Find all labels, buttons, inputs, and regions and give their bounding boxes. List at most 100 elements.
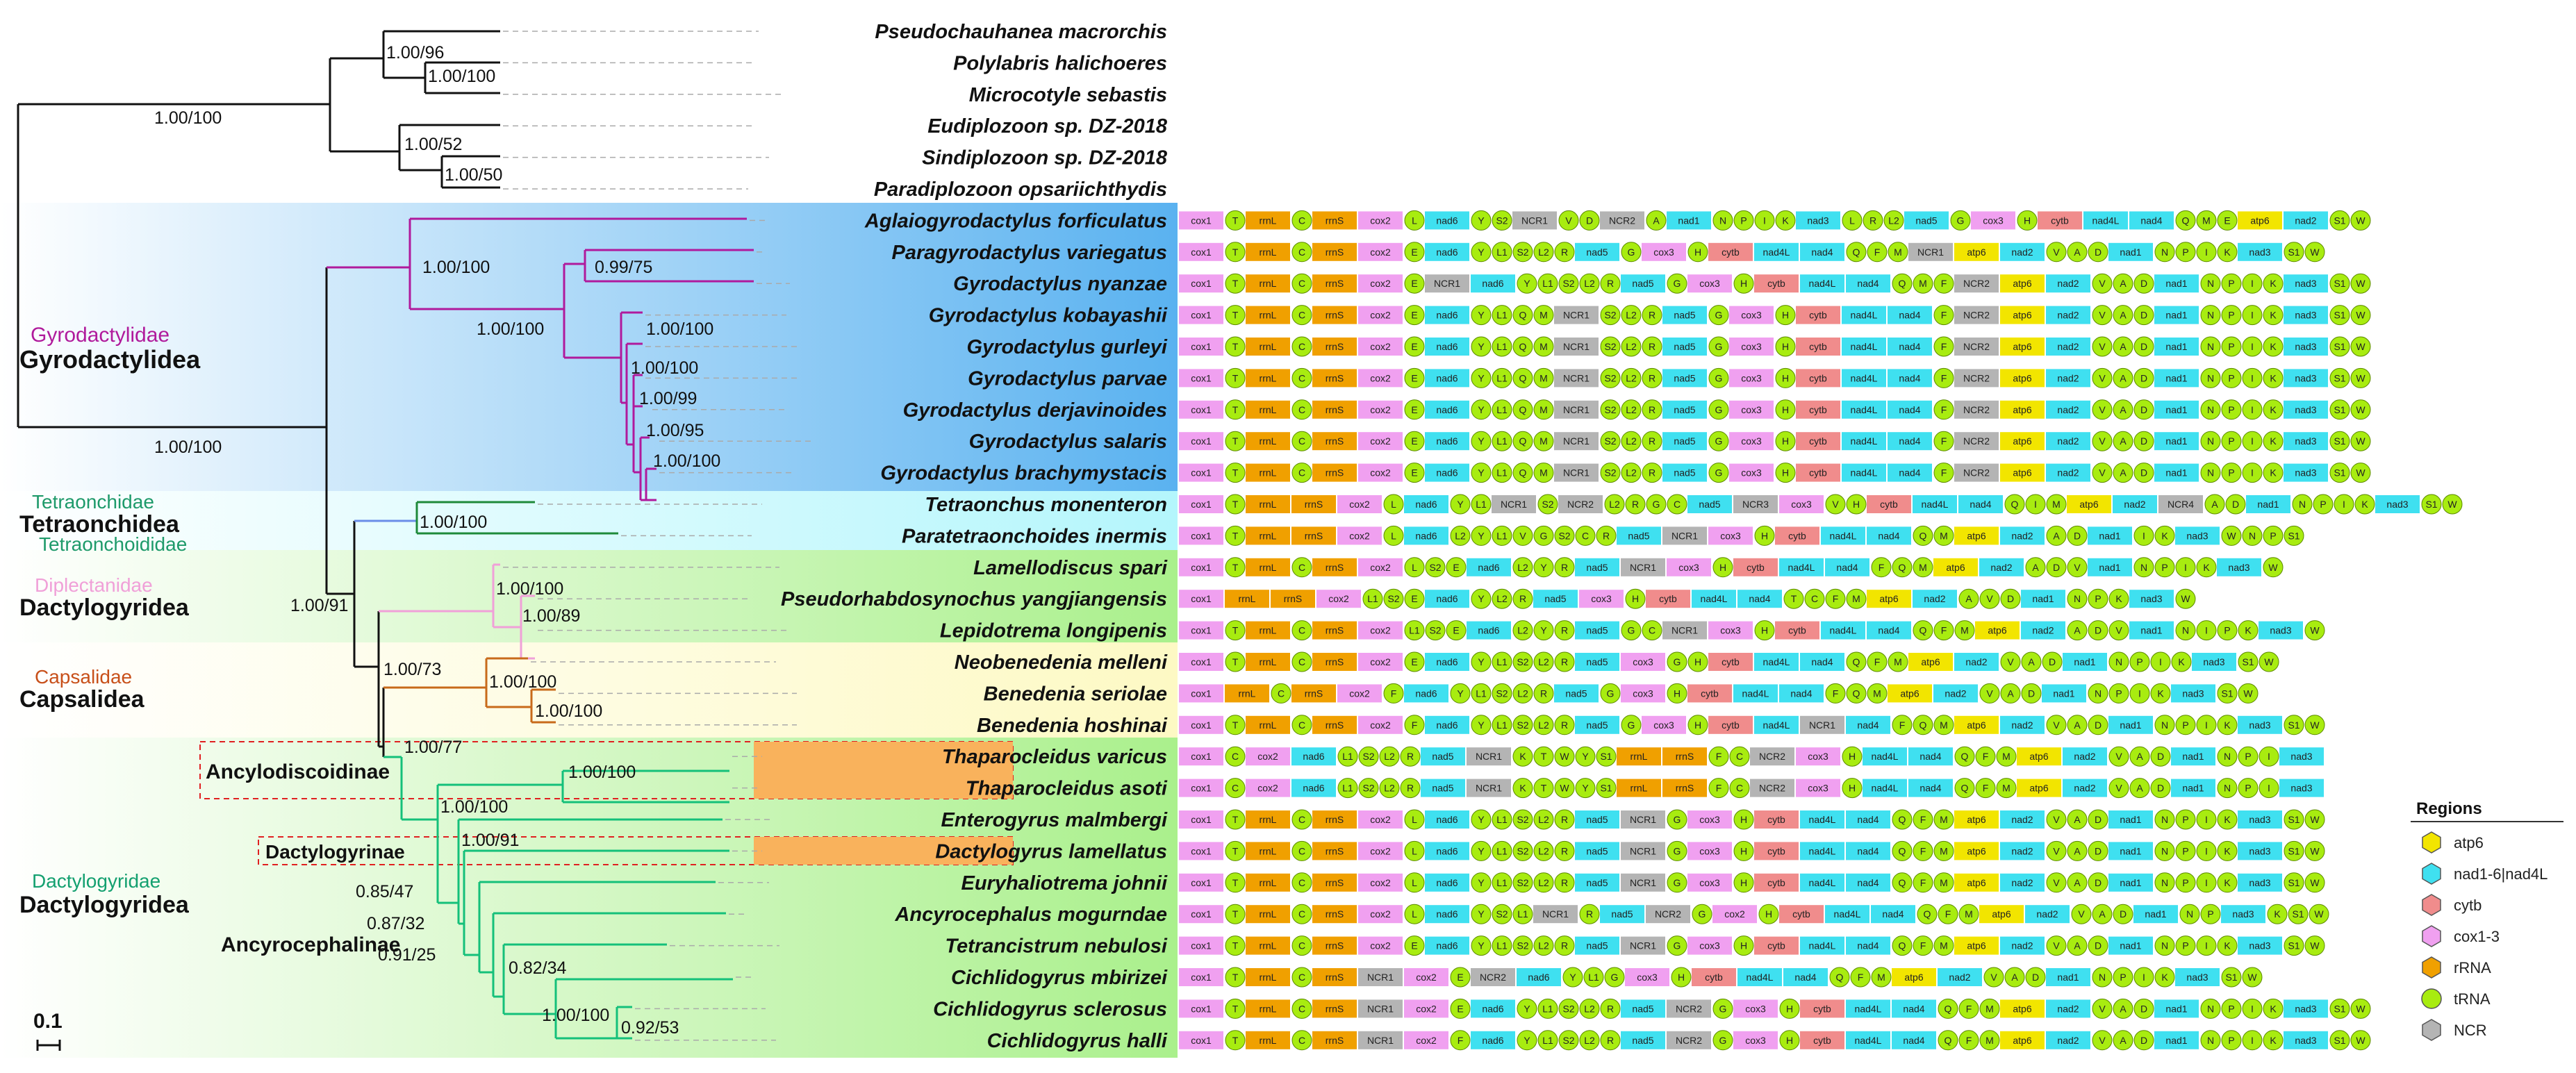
gene-block <box>1312 905 1357 924</box>
gene-label: S1 <box>2242 656 2254 667</box>
gene-label: nad2 <box>1945 688 1966 699</box>
gene-block <box>2042 684 2086 703</box>
gene-label: rrnL <box>1260 940 1277 951</box>
gene-trna <box>1291 872 1312 893</box>
gene-label: F <box>1966 1035 1972 1046</box>
gene-label: M <box>2202 215 2211 226</box>
gene-label: cytb <box>1809 310 1827 321</box>
gene-label: nad1 <box>2120 814 2141 825</box>
gene-label: rrnS <box>1326 1003 1344 1014</box>
gene-trna <box>2217 715 2238 735</box>
gene-label: cox2 <box>1370 278 1391 289</box>
gene-block <box>1708 715 1753 734</box>
gene-block <box>1554 369 1599 388</box>
gene-block <box>1621 1031 1665 1049</box>
gene-trna <box>2171 651 2192 672</box>
gene-label: T <box>1232 720 1239 731</box>
gene-label: NCR2 <box>1963 310 1990 321</box>
taxon-label: Cichlidogyrus mbirizei <box>951 967 1168 989</box>
gene-block <box>2108 842 2153 860</box>
gene-label: C <box>1811 593 1818 604</box>
gene-label: L1 <box>1496 341 1508 352</box>
gene-label: nad5 <box>1544 593 1566 604</box>
gene-trna <box>1291 967 1312 988</box>
gene-block <box>2217 558 2261 576</box>
gene-trna <box>2263 399 2284 420</box>
gene-trna <box>2046 809 2067 830</box>
gene-trna <box>1512 431 1533 451</box>
gene-trna <box>1892 872 1913 893</box>
gene-label: L2 <box>1538 656 1549 667</box>
gene-trna <box>1492 935 1512 956</box>
gene-label: nad2 <box>2074 751 2095 762</box>
gene-trna <box>1404 840 1425 861</box>
gene-trna <box>1712 1030 1733 1051</box>
gene-block <box>2259 621 2303 640</box>
gene-trna <box>1579 1030 1600 1051</box>
gene-trna <box>1512 336 1533 357</box>
gene-block <box>1846 936 1890 955</box>
gene-label: H <box>1761 625 1768 636</box>
gene-label: F <box>1879 562 1885 573</box>
gene-trna <box>2092 305 2113 326</box>
gene-label: NCR2 <box>1480 972 1506 983</box>
gene-trna <box>1975 778 1996 799</box>
gene-trna <box>1892 557 1913 578</box>
gene-block <box>1888 463 1932 482</box>
gene-trna <box>1667 872 1687 893</box>
gene-block <box>1358 968 1403 986</box>
gene-label: M <box>1539 372 1548 383</box>
gene-label: H <box>1719 562 1726 573</box>
gene-label: I <box>2142 530 2145 541</box>
gene-label: cytb <box>1809 372 1827 383</box>
gene-trna <box>2350 273 2371 294</box>
gene-block <box>2000 400 2045 419</box>
gene-block <box>1179 211 1223 230</box>
gene-trna <box>1825 494 1846 515</box>
gene-label: nad5 <box>1674 341 1695 352</box>
gene-block <box>1779 495 1824 513</box>
gene-label: I <box>2251 310 2254 321</box>
gene-trna <box>1404 588 1425 609</box>
support-dactylogyridea_all: 1.00/91 <box>290 596 348 615</box>
tetraonchidea-band <box>0 491 1178 550</box>
gene-trna <box>1225 967 1246 988</box>
gene-block <box>1358 1031 1403 1049</box>
gene-label: Y <box>1478 310 1485 321</box>
taxon-label: Lamellodiscus spari <box>973 557 1168 579</box>
gene-block <box>1246 905 1290 924</box>
gene-label: K <box>2161 530 2168 541</box>
gene-label: F <box>1833 593 1839 604</box>
gene-trna <box>1291 651 1312 672</box>
gene-block <box>1404 1031 1448 1049</box>
gene-label: nad6 <box>1436 845 1458 856</box>
gene-label: S1 <box>2334 372 2345 383</box>
gene-label: F <box>1899 720 1906 731</box>
gene-label: M <box>1873 688 1881 699</box>
gene-trna <box>1729 778 1750 799</box>
gene-label: I <box>2159 656 2162 667</box>
gene-trna <box>2200 399 2221 420</box>
gene-label: nad2 <box>2057 1003 2079 1014</box>
gene-label: rrnS <box>1326 467 1344 479</box>
gene-block <box>2375 495 2420 513</box>
gene-label: S1 <box>2292 908 2304 920</box>
gene-label: G <box>1674 845 1681 856</box>
gene-trna <box>1979 998 2000 1019</box>
gene-trna <box>1358 746 1379 767</box>
gene-block <box>1291 747 1336 766</box>
gene-trna <box>2092 904 2113 924</box>
gene-label: K <box>2270 310 2277 321</box>
gene-block <box>1871 905 1915 924</box>
gene-block <box>1179 1031 1223 1049</box>
gene-label: L <box>1849 215 1855 226</box>
support-root: 1.00/100 <box>154 108 222 128</box>
gene-label: I <box>2184 562 2187 573</box>
gene-label: R <box>1649 435 1656 447</box>
gene-trna <box>1775 399 1796 420</box>
gene-label: I <box>1763 215 1766 226</box>
gene-block <box>1667 211 1711 230</box>
gene-label: rrnL <box>1630 751 1648 762</box>
gene-block <box>1425 211 1469 230</box>
gene-label: cox3 <box>1699 940 1720 951</box>
